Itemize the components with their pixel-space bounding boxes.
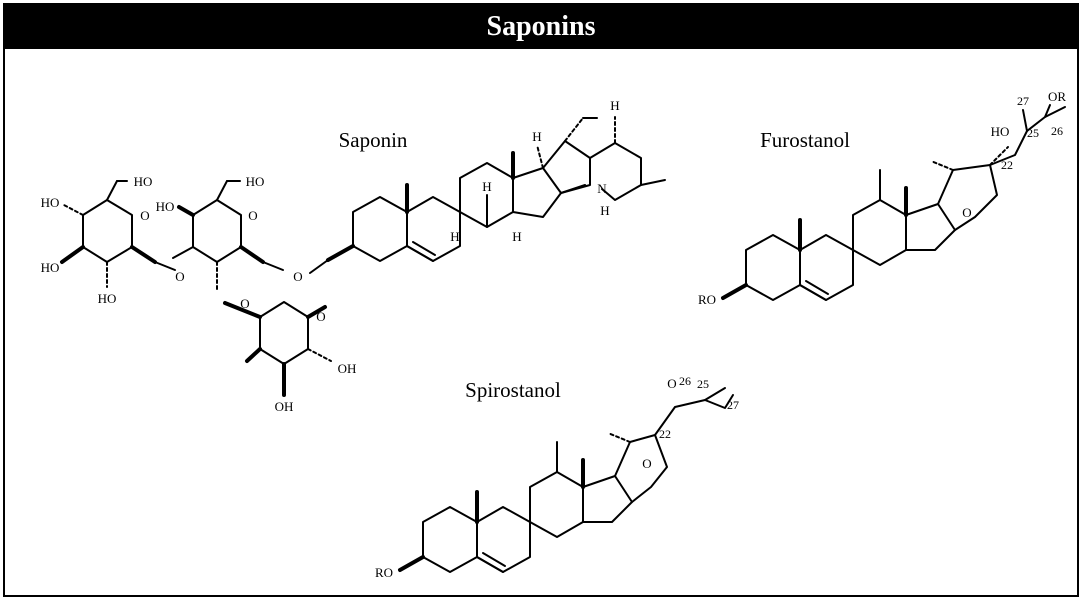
saponin-o-label: O: [248, 208, 257, 223]
spirostanol-c22-label: 22: [659, 427, 671, 441]
furostanol-c26-label: 26: [1051, 124, 1063, 138]
figure-title: Saponins: [486, 11, 596, 42]
saponin-h-label: H: [532, 129, 541, 144]
furostanol-c22-label: 22: [1001, 158, 1013, 172]
saponin-ho-label: HO: [98, 291, 117, 306]
saponins-figure: Saponins: [3, 3, 1079, 597]
saponin-ho-label: HO: [134, 174, 153, 189]
saponin-ho-label: HO: [41, 195, 60, 210]
saponin-ho-label: HO: [41, 260, 60, 275]
saponin-h-label: H: [450, 229, 459, 244]
furostanol-c25-label: 25: [1027, 126, 1039, 140]
saponin-o-label: O: [140, 208, 149, 223]
spirostanol-o-label: O: [667, 376, 676, 391]
spirostanol-o-label: O: [642, 456, 651, 471]
saponin-oh-label: OH: [275, 399, 294, 414]
spirostanol-c26-label: 26: [679, 374, 691, 388]
saponin-o-label: O: [175, 269, 184, 284]
structures-canvas: Saponin HO HO HO HO HO HO OH OH O O O O …: [41, 89, 1067, 580]
saponin-structure: [60, 116, 666, 397]
saponin-o-label: O: [293, 269, 302, 284]
spirostanol-ro-label: RO: [375, 565, 393, 580]
saponin-o-label: O: [316, 309, 325, 324]
furostanol-ro-label: RO: [698, 292, 716, 307]
spirostanol-c27-label: 27: [727, 398, 739, 412]
title-bar: Saponins: [5, 5, 1077, 49]
saponin-oh-label: OH: [338, 361, 357, 376]
furostanol-o-label: O: [962, 205, 971, 220]
saponin-h-label: H: [610, 98, 619, 113]
saponin-h-label: H: [600, 203, 609, 218]
spirostanol-name: Spirostanol: [465, 378, 561, 402]
spirostanol-c25-label: 25: [697, 377, 709, 391]
saponin-h-label: H: [512, 229, 521, 244]
saponin-h-label: H: [482, 179, 491, 194]
furostanol-structure: [721, 104, 1066, 301]
saponin-ho-label: HO: [246, 174, 265, 189]
furostanol-c27-label: 27: [1017, 94, 1029, 108]
furostanol-ho-label: HO: [991, 124, 1010, 139]
spirostanol-structure: [398, 387, 734, 573]
furostanol-or-label: OR: [1048, 89, 1066, 104]
furostanol-name: Furostanol: [760, 128, 850, 152]
saponin-name: Saponin: [339, 128, 408, 152]
saponin-ho-label: HO: [156, 199, 175, 214]
saponin-n-label: N: [597, 181, 607, 196]
saponin-o-label: O: [240, 296, 249, 311]
